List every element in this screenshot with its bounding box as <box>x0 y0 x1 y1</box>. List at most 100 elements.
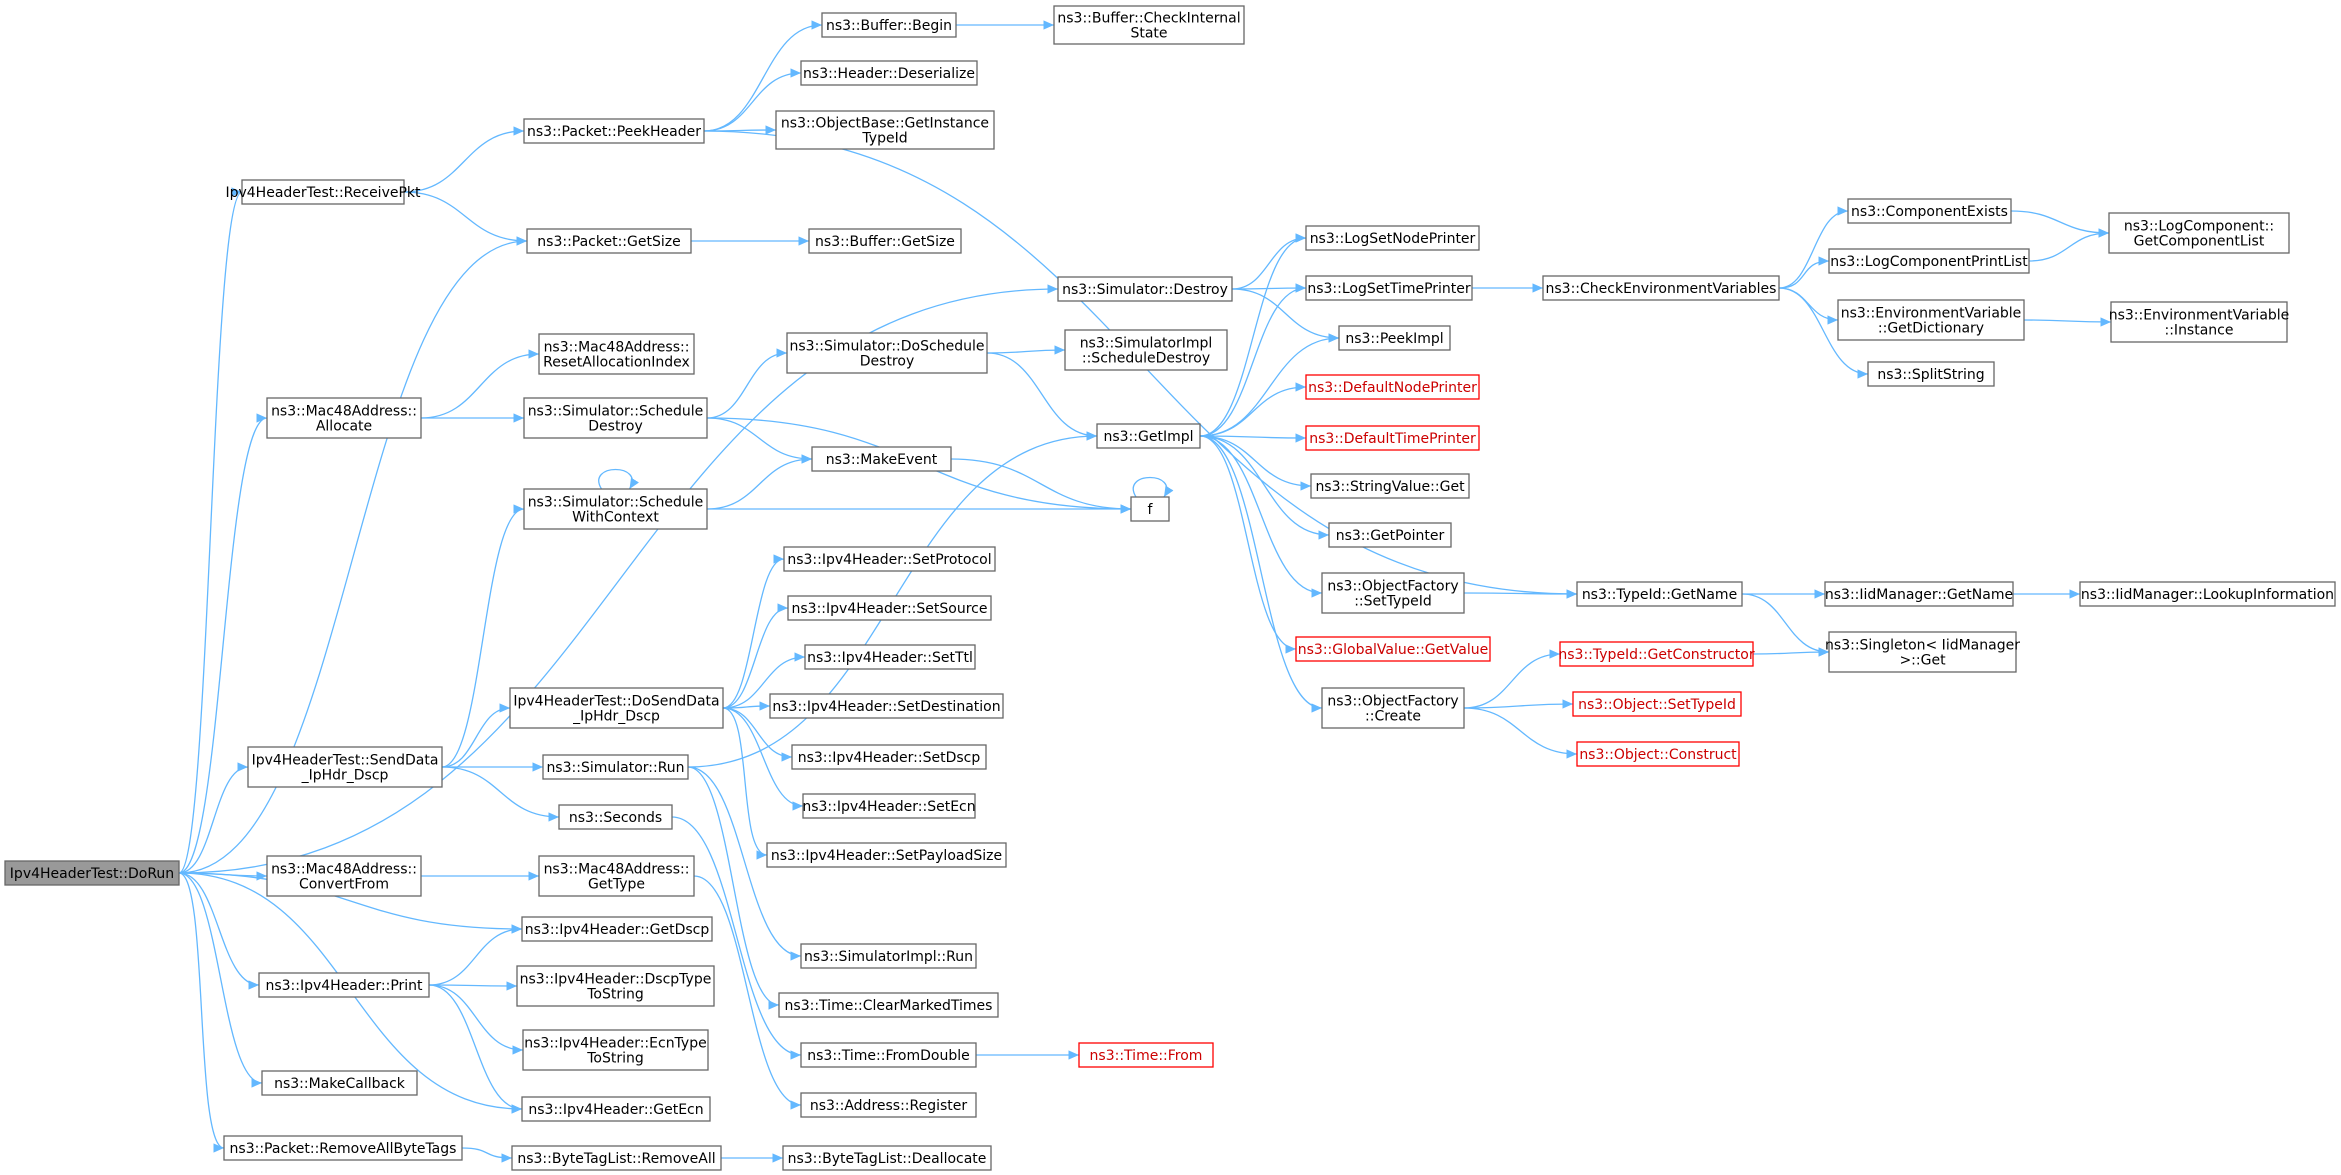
node-ns3-splitstring[interactable]: ns3::SplitString <box>1867 361 1995 387</box>
node-ns3-ipv4header-setttl[interactable]: ns3::Ipv4Header::SetTtl <box>804 644 976 670</box>
node-label: ns3::Ipv4Header::GetEcn <box>528 1102 703 1118</box>
node-label: GetComponentList <box>2134 234 2265 250</box>
node-label: ns3::Buffer::GetSize <box>815 234 955 250</box>
node-ns3-singleton-iidmanager-get[interactable]: ns3::Singleton< IidManager>::Get <box>1825 631 2020 673</box>
node-ns3-stringvalue-get[interactable]: ns3::StringValue::Get <box>1310 473 1470 499</box>
node-ipv4headertest-dorun[interactable]: Ipv4HeaderTest::DoRun <box>4 860 180 886</box>
node-box <box>787 595 992 621</box>
node-ns3-simulator-schedule-destroy[interactable]: ns3::Simulator::ScheduleDestroy <box>523 397 708 439</box>
node-label: ns3::SimulatorImpl::Run <box>804 949 973 965</box>
node-ns3-time-clearmarkedtimes[interactable]: ns3::Time::ClearMarkedTimes <box>778 992 999 1018</box>
node-ns3-makeevent[interactable]: ns3::MakeEvent <box>811 446 952 472</box>
node-ns3-defaulttimeprinter[interactable]: ns3::DefaultTimePrinter <box>1305 425 1480 451</box>
node-ns3-iidmanager-lookupinformation[interactable]: ns3::IidManager::LookupInformation <box>2079 581 2336 607</box>
node-ns3-peekimpl[interactable]: ns3::PeekImpl <box>1338 325 1451 351</box>
node-ns3-typeid-getname[interactable]: ns3::TypeId::GetName <box>1576 581 1743 607</box>
node-ns3-logcomponent-getcomponentlist[interactable]: ns3::LogComponent::GetComponentList <box>2108 212 2290 254</box>
node-ns3-iidmanager-getname[interactable]: ns3::IidManager::GetName <box>1824 581 2014 607</box>
node-ns3-ipv4header-setecn[interactable]: ns3::Ipv4Header::SetEcn <box>802 793 976 819</box>
node-ns3-buffer-getsize[interactable]: ns3::Buffer::GetSize <box>808 228 962 254</box>
edge-peekheader-to-bufbegin <box>703 20 823 132</box>
node-box <box>1828 248 2030 274</box>
node-ns3-simulatorimpl-run[interactable]: ns3::SimulatorImpl::Run <box>800 943 977 969</box>
node-ns3-buffer-begin[interactable]: ns3::Buffer::Begin <box>821 12 957 38</box>
node-ns3-header-deserialize[interactable]: ns3::Header::Deserialize <box>800 60 978 86</box>
node-ns3-ipv4header-getecn[interactable]: ns3::Ipv4Header::GetEcn <box>521 1096 711 1122</box>
node-ns3-environmentvariable-getdictionary[interactable]: ns3::EnvironmentVariable::GetDictionary <box>1837 299 2025 341</box>
node-ns3-mac48address-gettype[interactable]: ns3::Mac48Address::GetType <box>538 855 695 897</box>
edge-f-to-f <box>1132 476 1174 498</box>
node-ns3-ipv4header-getdscp[interactable]: ns3::Ipv4Header::GetDscp <box>521 916 713 942</box>
node-ns3-ipv4header-setprotocol[interactable]: ns3::Ipv4Header::SetProtocol <box>783 546 996 572</box>
node-label: ns3::ByteTagList::Deallocate <box>788 1151 987 1167</box>
node-label: ns3::DefaultNodePrinter <box>1308 380 1477 396</box>
node-ns3-ipv4header-print[interactable]: ns3::Ipv4Header::Print <box>258 972 430 998</box>
node-ns3-componentexists[interactable]: ns3::ComponentExists <box>1847 198 2012 224</box>
node-box <box>526 228 692 254</box>
node-label: ns3::Time::FromDouble <box>807 1048 970 1064</box>
node-ns3-bytetaglist-deallocate[interactable]: ns3::ByteTagList::Deallocate <box>782 1145 992 1171</box>
node-ns3-seconds[interactable]: ns3::Seconds <box>558 804 673 830</box>
edge-receivepkt-to-peekheader <box>403 126 525 193</box>
node-ns3-packet-getsize[interactable]: ns3::Packet::GetSize <box>526 228 692 254</box>
node-ns3-packet-removeallbytetags[interactable]: ns3::Packet::RemoveAllByteTags <box>223 1135 463 1161</box>
edge-dosenddata-to-setsource <box>722 603 789 709</box>
node-ns3-checkenvironmentvariables[interactable]: ns3::CheckEnvironmentVariables <box>1542 275 1780 301</box>
node-ns3-mac48address-allocate[interactable]: ns3::Mac48Address::Allocate <box>266 397 422 439</box>
node-ns3-ipv4header-setdscp[interactable]: ns3::Ipv4Header::SetDscp <box>791 744 987 770</box>
node-ns3-logsetnodeprinter[interactable]: ns3::LogSetNodePrinter <box>1305 225 1480 251</box>
node-ns3-ipv4header-setpayloadsize[interactable]: ns3::Ipv4Header::SetPayloadSize <box>766 842 1007 868</box>
node-box <box>802 793 976 819</box>
node-label: ns3::LogSetNodePrinter <box>1310 231 1476 247</box>
node-ns3-bytetaglist-removeall[interactable]: ns3::ByteTagList::RemoveAll <box>511 1145 722 1171</box>
node-ns3-object-construct[interactable]: ns3::Object::Construct <box>1576 741 1740 767</box>
node-ns3-makecallback[interactable]: ns3::MakeCallback <box>261 1070 418 1096</box>
node-ns3-logcomponentprintlist[interactable]: ns3::LogComponentPrintList <box>1828 248 2030 274</box>
node-ipv4headertest-dosenddata-iphdr-dscp[interactable]: Ipv4HeaderTest::DoSendData_IpHdr_Dscp <box>509 687 724 729</box>
node-label: ns3::Time::From <box>1090 1048 1203 1064</box>
node-label: Allocate <box>316 419 372 435</box>
node-ns3-simulator-run[interactable]: ns3::Simulator::Run <box>542 754 689 780</box>
node-ns3-environmentvariable-instance[interactable]: ns3::EnvironmentVariable::Instance <box>2109 301 2290 343</box>
node-ns3-address-register[interactable]: ns3::Address::Register <box>800 1092 977 1118</box>
node-label: ns3::Mac48Address:: <box>544 862 690 878</box>
node-ns3-typeid-getconstructor[interactable]: ns3::TypeId::GetConstructor <box>1558 641 1755 667</box>
node-ns3-ipv4header-setdestination[interactable]: ns3::Ipv4Header::SetDestination <box>769 693 1004 719</box>
node-ns3-objectfactory-create[interactable]: ns3::ObjectFactory::Create <box>1321 687 1465 729</box>
node-label: GetType <box>588 877 645 893</box>
edge-simschedctx-to-makeevent <box>706 454 813 510</box>
node-ns3-defaultnodeprinter[interactable]: ns3::DefaultNodePrinter <box>1305 374 1480 400</box>
node-f[interactable]: f <box>1130 496 1170 522</box>
node-label: ns3::Ipv4Header::SetDestination <box>772 699 1000 715</box>
node-ns3-mac48address-convertfrom[interactable]: ns3::Mac48Address::ConvertFrom <box>266 855 422 897</box>
node-ns3-time-from[interactable]: ns3::Time::From <box>1078 1042 1214 1068</box>
edge-typegetname-to-singleton <box>1741 593 1830 657</box>
node-ns3-mac48address-resetallocationindex[interactable]: ns3::Mac48Address::ResetAllocationIndex <box>538 333 695 375</box>
node-ns3-getpointer[interactable]: ns3::GetPointer <box>1328 522 1452 548</box>
node-ns3-object-settypeid[interactable]: ns3::Object::SetTypeId <box>1572 691 1742 717</box>
edge-logcompprint-to-logcompget <box>2028 228 2110 262</box>
node-label: ns3::Object::Construct <box>1579 747 1737 763</box>
node-ns3-objectfactory-settypeid[interactable]: ns3::ObjectFactory::SetTypeId <box>1321 572 1465 614</box>
node-box <box>538 333 695 375</box>
node-ns3-simulatorimpl-scheduledestroy[interactable]: ns3::SimulatorImpl::ScheduleDestroy <box>1064 329 1228 371</box>
node-ipv4headertest-senddata-iphdr-dscp[interactable]: Ipv4HeaderTest::SendData_IpHdr_Dscp <box>247 746 443 788</box>
node-label: ns3::TypeId::GetConstructor <box>1558 647 1754 663</box>
node-ns3-ipv4header-setsource[interactable]: ns3::Ipv4Header::SetSource <box>787 595 992 621</box>
edge-getimpl-to-logtime <box>1199 283 1307 437</box>
node-ns3-packet-peekheader[interactable]: ns3::Packet::PeekHeader <box>523 118 705 144</box>
node-ns3-time-fromdouble[interactable]: ns3::Time::FromDouble <box>800 1042 977 1068</box>
edge-ofcreate-to-objsettypeid <box>1463 699 1574 709</box>
node-ipv4headertest-receivepkt[interactable]: Ipv4HeaderTest::ReceivePkt <box>225 179 421 205</box>
node-ns3-getimpl[interactable]: ns3::GetImpl <box>1096 423 1201 449</box>
node-box <box>1338 325 1451 351</box>
node-ns3-globalvalue-getvalue[interactable]: ns3::GlobalValue::GetValue <box>1295 636 1491 662</box>
node-ns3-logsettimeprinter[interactable]: ns3::LogSetTimePrinter <box>1305 275 1473 301</box>
node-ns3-simulator-destroy[interactable]: ns3::Simulator::Destroy <box>1057 276 1233 302</box>
